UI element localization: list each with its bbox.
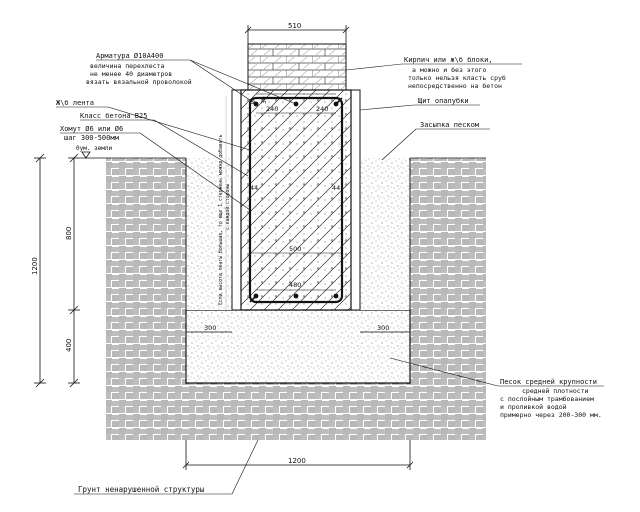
sand-label-1: Песок средней крупности: [500, 378, 597, 386]
sand-label-3: с послойным трамбованием: [500, 395, 594, 403]
brick-label-2: а можно и без этого: [412, 66, 486, 74]
top-width-label: 510: [288, 22, 301, 30]
brick-label-4: непосредственно на бетон: [408, 82, 502, 90]
rebar-spacing-top: 240: [316, 105, 328, 113]
soil-bottom: [106, 383, 486, 440]
stirrup-step-label: шаг 300-500мм: [64, 134, 120, 142]
soil-label: Грунт ненарушенной структуры: [78, 485, 205, 494]
base-width-label: 1200: [288, 457, 306, 465]
sand-right-label: 300: [377, 324, 389, 332]
ground-mark-icon: [81, 151, 91, 159]
cover-right-label: 44: [332, 184, 340, 192]
formwork-left: [231, 89, 242, 311]
rebar-note-1: величина перехлеста: [90, 62, 164, 70]
sand-backfill-left: [186, 158, 232, 310]
height-total-label: 1200: [31, 257, 39, 275]
cover-left-label: 44: [250, 184, 258, 192]
rebar-title: Арматура Ø10А400: [96, 52, 163, 60]
sand-label-2: средней плотности: [522, 387, 589, 395]
top-gap-label: 30: [261, 96, 268, 104]
rebar-bar: [333, 293, 339, 299]
vertical-note-2: с каждой стороны: [225, 184, 231, 230]
concrete-strip: [240, 89, 352, 311]
stirrup-label: Хомут Ø6 или Ø6: [60, 125, 123, 133]
brick-label-1: Кирпич или ж\б блоки,: [404, 56, 493, 64]
sand-left-label: 300: [204, 324, 216, 332]
strip-width-inner: 480: [289, 281, 301, 289]
brick-label-3: только нельзя класть сруб: [408, 74, 506, 82]
backfill-label: Засыпка песком: [420, 121, 480, 129]
brick-wall: [247, 43, 347, 91]
strip-label: Ж\б лента: [56, 99, 94, 107]
rebar-spacing-mid: 240: [266, 105, 278, 113]
sand-label-5: примерно через 200-300 мм.: [500, 411, 602, 419]
sand-label-4: и проливкой водой: [500, 403, 567, 411]
rebar-note-2: не менее 40 диаметров: [90, 70, 172, 78]
sand-backfill-right: [360, 158, 410, 310]
concrete-label: Класс бетона B25: [80, 112, 147, 120]
height-sand-label: 400: [65, 339, 73, 352]
height-upper-label: 800: [65, 227, 73, 240]
vertical-note-1: Если высота ленты большая, то еще 1 стер…: [217, 134, 224, 305]
ground-mark-label: 0ум. земли: [76, 145, 113, 152]
formwork-right: [350, 89, 361, 311]
rebar-stirrup: [248, 96, 344, 304]
strip-height-inner: 500: [289, 245, 301, 253]
rebar-note-3: вязать вязальной проволокой: [86, 78, 192, 86]
sand-cushion: [185, 309, 411, 384]
rebar-bar: [293, 293, 299, 299]
formwork-label: Щит опалубки: [418, 97, 469, 105]
